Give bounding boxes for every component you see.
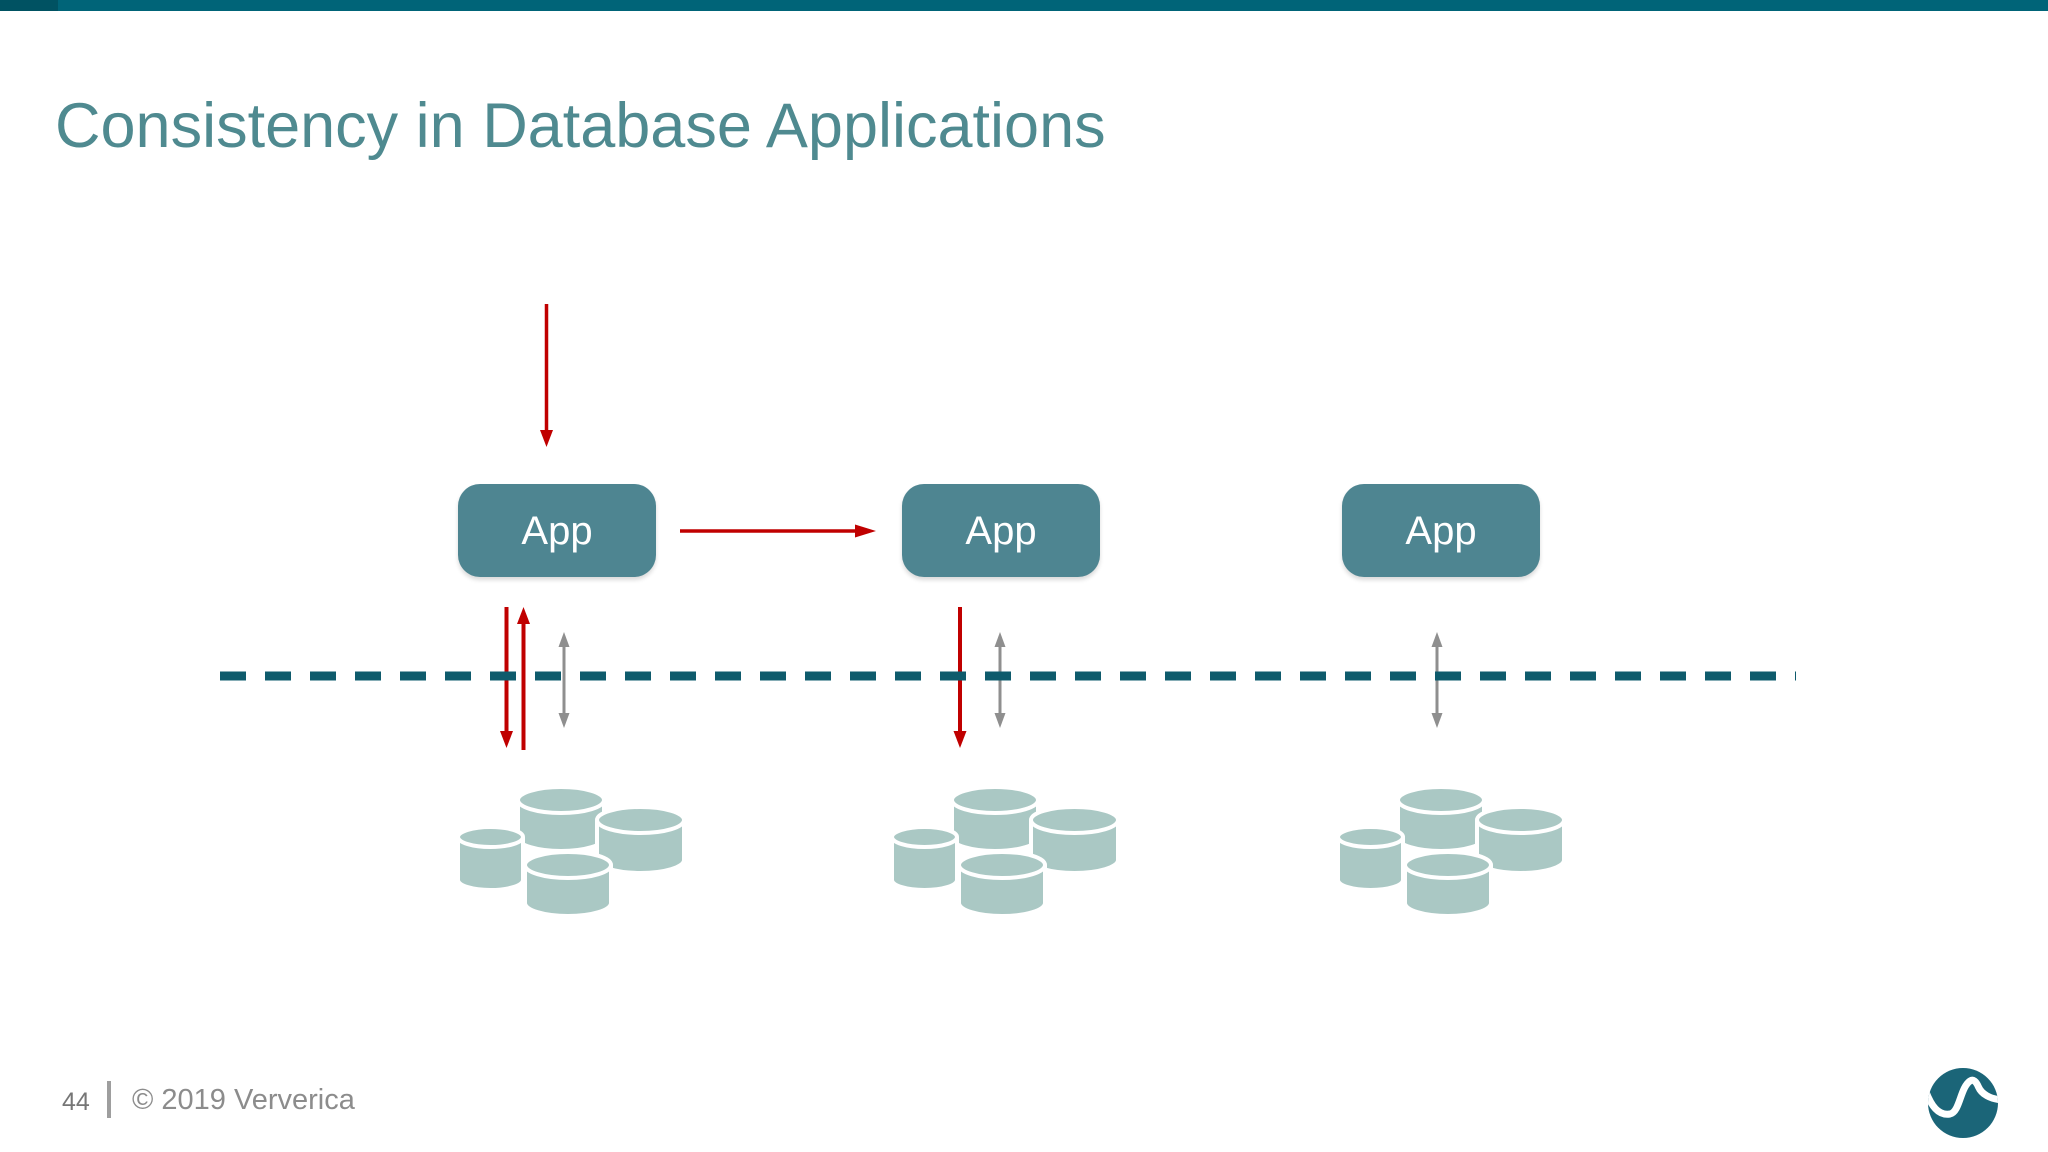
app-box-2: App bbox=[902, 484, 1100, 577]
app1-read-up-arrow bbox=[517, 607, 530, 750]
top-accent-bar bbox=[0, 0, 2048, 11]
slide-title: Consistency in Database Applications bbox=[55, 91, 1106, 162]
database-cluster-icon-3 bbox=[1336, 785, 1566, 918]
app-box-1-label: App bbox=[521, 508, 593, 553]
copyright-text: © 2019 Ververica bbox=[132, 1084, 355, 1116]
app1-db-roundtrip-arrow bbox=[558, 632, 570, 728]
app2-write-down-arrow bbox=[953, 607, 967, 748]
app1-write-down-arrow bbox=[500, 607, 513, 748]
database-cluster-icon-1 bbox=[456, 785, 686, 918]
incoming-stream-arrow bbox=[540, 304, 553, 447]
app-box-2-label: App bbox=[965, 508, 1037, 553]
app-box-3: App bbox=[1342, 484, 1540, 577]
database-cluster-icon-2 bbox=[890, 785, 1120, 918]
footer-divider bbox=[107, 1081, 111, 1118]
page-number: 44 bbox=[62, 1088, 90, 1116]
top-accent-bar-left-segment bbox=[0, 0, 58, 11]
ververica-logo-icon bbox=[1928, 1068, 1998, 1138]
app1-to-app2-arrow bbox=[680, 524, 876, 538]
app-box-1: App bbox=[458, 484, 656, 577]
app-box-3-label: App bbox=[1405, 508, 1477, 553]
